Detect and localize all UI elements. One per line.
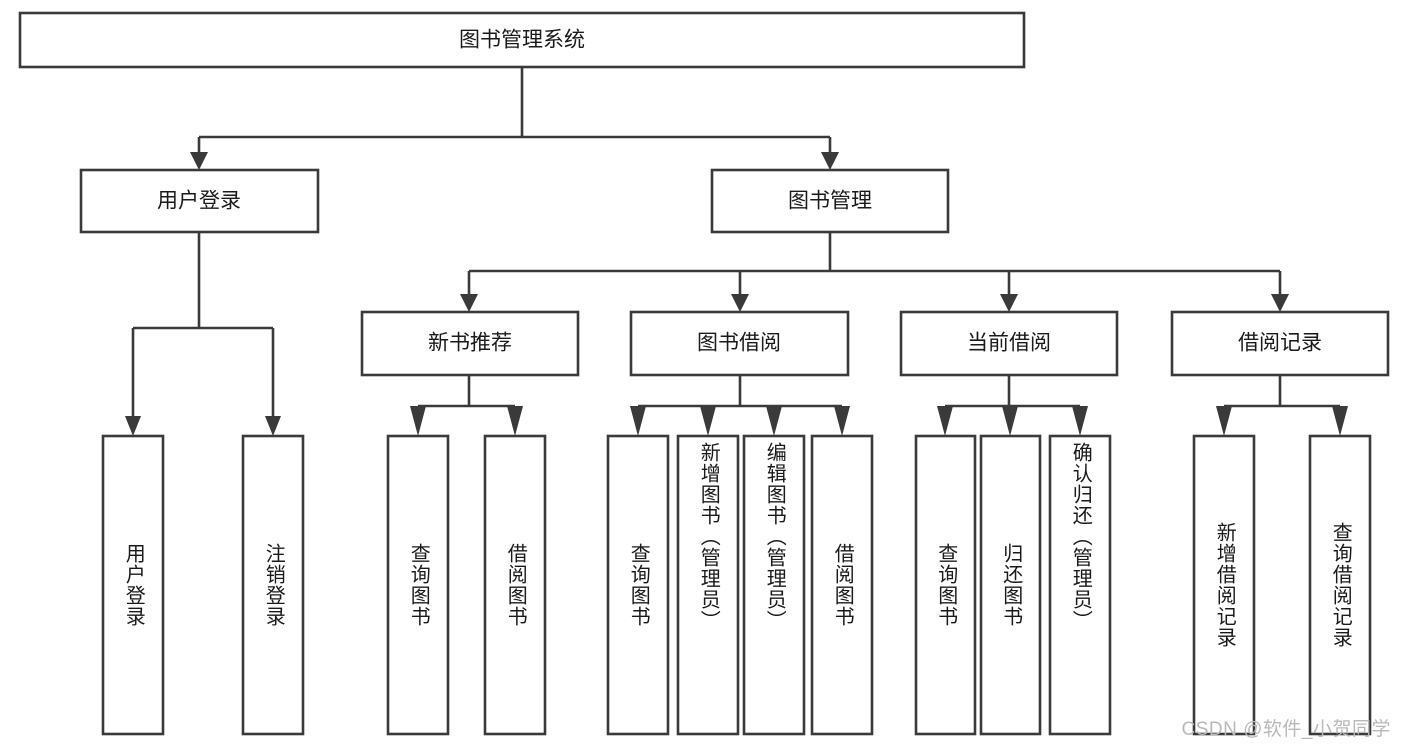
leaf-box-add-borrow-record[interactable] (1192, 434, 1256, 736)
node-boxes (18, 11, 1390, 736)
leaf-box-edit-book-admin[interactable] (742, 434, 806, 736)
leaf-box-query-book-borrow[interactable] (606, 434, 670, 736)
arrowhead-cb-leaf3 (1072, 406, 1088, 436)
arrowhead-bb-leaf4 (834, 406, 850, 436)
leaf-box-query-book-current[interactable] (914, 434, 977, 736)
node-user-login-box[interactable] (79, 168, 320, 234)
arrowhead-to-new-book (460, 294, 478, 312)
arrowhead-to-book-borrow (731, 294, 749, 312)
node-current-borrow-box[interactable] (899, 310, 1119, 377)
arrowhead-nb-leaf2 (507, 406, 523, 436)
arrowhead-to-book-management (821, 152, 839, 170)
leaf-box-add-book-admin[interactable] (676, 434, 740, 736)
arrowhead-to-leaf-user-login (125, 416, 141, 436)
label-new-book-recommend: 新书推荐 (428, 332, 512, 355)
node-root-box[interactable] (18, 11, 1026, 69)
leaf-box-confirm-return-admin[interactable] (1048, 434, 1112, 736)
leaf-box-user-login[interactable] (101, 434, 165, 736)
connector-arrowheads (125, 152, 1348, 436)
arrowhead-to-user-login (190, 152, 208, 170)
arrowhead-cb-leaf1 (937, 406, 953, 436)
arrowhead-to-borrow-record (1271, 294, 1289, 312)
arrowhead-cb-leaf2 (1002, 406, 1018, 436)
connector-lines (131, 67, 1342, 416)
node-labels: 图书管理系统 用户登录 图书管理 新书推荐 图书借阅 当前借阅 借阅记录 (157, 29, 1322, 355)
leaf-box-logout-login[interactable] (241, 434, 305, 736)
arrowhead-nb-leaf1 (410, 406, 426, 436)
label-book-borrow: 图书借阅 (697, 332, 781, 355)
arrowhead-bb-leaf3 (766, 406, 782, 436)
leaf-box-return-book[interactable] (979, 434, 1042, 736)
node-new-book-recommend-box[interactable] (360, 310, 580, 377)
arrowhead-bb-leaf1 (630, 406, 646, 436)
arrowhead-bb-leaf2 (700, 406, 716, 436)
label-root: 图书管理系统 (459, 29, 585, 52)
arrowhead-br-leaf1 (1216, 406, 1232, 436)
leaf-box-borrow-book-rec[interactable] (483, 434, 547, 736)
label-borrow-record: 借阅记录 (1238, 332, 1322, 355)
label-current-borrow: 当前借阅 (967, 332, 1051, 355)
leaf-box-borrow-book[interactable] (810, 434, 874, 736)
label-user-login: 用户登录 (157, 190, 241, 213)
leaf-box-query-borrow-record[interactable] (1308, 434, 1372, 736)
arrowhead-to-current-borrow (1000, 294, 1018, 312)
csdn-watermark: CSDN @软件_小贺同学 (1181, 719, 1391, 740)
arrowhead-to-leaf-logout (265, 416, 281, 436)
label-book-management: 图书管理 (788, 190, 872, 213)
arrowhead-br-leaf2 (1332, 406, 1348, 436)
leaf-box-query-book-rec[interactable] (386, 434, 450, 736)
